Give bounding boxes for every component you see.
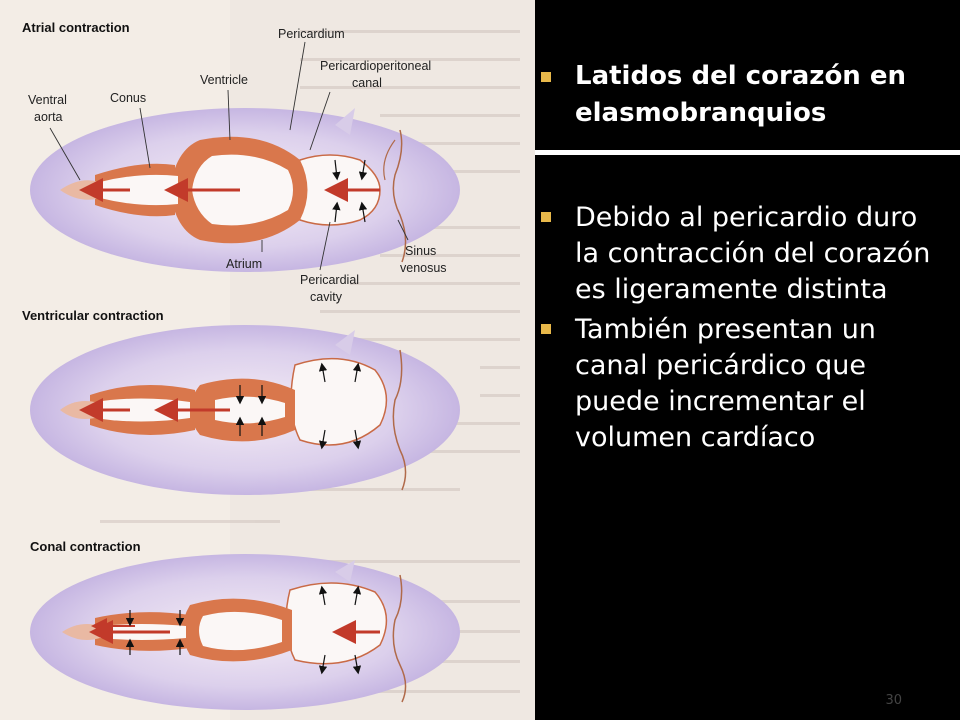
label-pericardial-cavity-2: cavity xyxy=(310,290,343,304)
page-number: 30 xyxy=(885,693,902,708)
label-pericardial-cavity: Pericardial xyxy=(300,273,359,287)
label-sinus-venosus-2: venosus xyxy=(400,261,447,275)
label-ventricle: Ventricle xyxy=(200,73,248,87)
title-divider xyxy=(535,150,960,155)
sinus-venosus-vessel xyxy=(392,129,407,263)
label-pericardioperitoneal-2: canal xyxy=(352,76,382,90)
bullet-square-icon xyxy=(541,324,551,334)
diagram-conal xyxy=(30,554,460,710)
section-title-ventricular: Ventricular contraction xyxy=(22,308,164,323)
section-title-conal: Conal contraction xyxy=(30,539,141,554)
bullet-square-icon xyxy=(541,212,551,222)
label-pericardium: Pericardium xyxy=(278,27,345,41)
bullet-item: También presentan un canal pericárdico q… xyxy=(535,312,945,456)
diagram-atrial: Ventral aorta Conus Ventricle Pericardiu… xyxy=(28,27,460,304)
figure-svg: Atrial contraction Ventricular contracti… xyxy=(22,20,520,710)
label-ventral-aorta: Ventral xyxy=(28,93,67,107)
label-sinus-venosus: Sinus xyxy=(405,244,436,258)
label-ventral-aorta-2: aorta xyxy=(34,110,63,124)
bullet-text: Debido al pericardio duro la contracción… xyxy=(575,202,931,305)
atrium-shape xyxy=(285,582,388,665)
bullet-square-icon xyxy=(541,72,551,82)
bullet-text: También presentan un canal pericárdico q… xyxy=(575,314,876,453)
bullet-item: Debido al pericardio duro la contracción… xyxy=(535,200,945,308)
label-pericardioperitoneal: Pericardioperitoneal xyxy=(320,59,431,73)
section-title-atrial: Atrial contraction xyxy=(22,20,130,35)
label-conus: Conus xyxy=(110,91,146,105)
bullet-list: Debido al pericardio duro la contracción… xyxy=(535,200,960,456)
label-atrium: Atrium xyxy=(226,257,262,271)
slide-title: Latidos del corazón en elasmobranquios xyxy=(575,61,907,128)
diagram-ventricular xyxy=(30,325,460,495)
slide-text-panel: Latidos del corazón en elasmobranquios D… xyxy=(535,0,960,720)
heart-contraction-figure: Atrial contraction Ventricular contracti… xyxy=(0,0,535,720)
title-box: Latidos del corazón en elasmobranquios xyxy=(535,50,960,150)
